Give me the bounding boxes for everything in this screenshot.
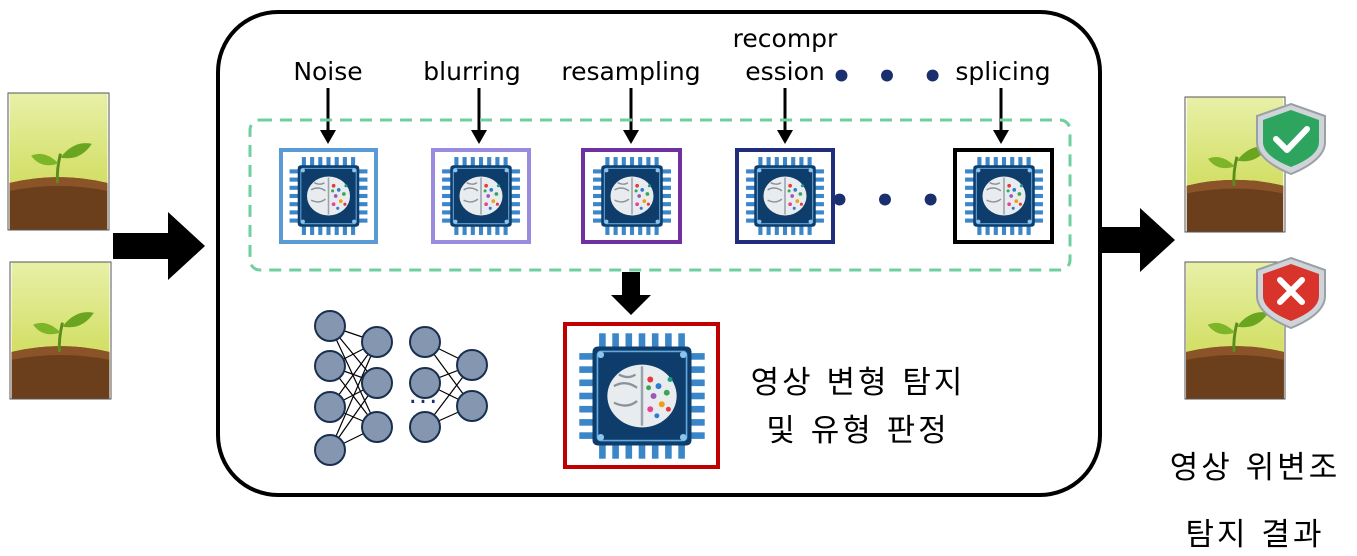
- neural-network-graphic: [314, 310, 488, 466]
- detector-label-line2: 및 유형 판정: [766, 413, 949, 449]
- input-image-2: [9, 261, 112, 400]
- detector-chip: [563, 322, 720, 469]
- chip-resampling: [581, 148, 682, 244]
- shield-check-icon: [1256, 102, 1326, 176]
- stage-label-splicing: splicing: [955, 57, 1050, 86]
- stage-label-recompression-line1: recompr: [733, 24, 838, 53]
- chip-blurring: [431, 148, 531, 244]
- shield-x-icon: [1256, 256, 1326, 330]
- stage-label-recompression-line2: ession: [745, 57, 825, 86]
- process-box: [216, 10, 1102, 497]
- stage-ellipsis-top: • • •: [831, 57, 950, 97]
- stage-arrows: [320, 88, 1009, 144]
- output-image-forged: [1184, 261, 1286, 400]
- chip-noise: [279, 148, 378, 244]
- stage-label-blurring: blurring: [423, 57, 520, 86]
- output-arrow: [1100, 208, 1175, 272]
- stage-label-noise: Noise: [293, 57, 362, 86]
- aggregate-arrow: [611, 272, 651, 315]
- stage-label-resampling: resampling: [561, 57, 700, 86]
- input-image-1: [7, 92, 110, 231]
- detector-label-line1: 영상 변형 탐지: [751, 365, 966, 401]
- stage-ellipsis-middle: • • •: [829, 181, 948, 221]
- nn-ellipsis: ...: [409, 380, 440, 410]
- chip-splicing: [953, 148, 1054, 244]
- result-label-line2: 탐지 결과: [1186, 517, 1325, 553]
- stage-group-dashed-box: [248, 118, 1072, 272]
- input-arrow: [113, 212, 205, 280]
- chip-recompression: [735, 148, 835, 244]
- result-label-line1: 영상 위변조: [1170, 450, 1340, 486]
